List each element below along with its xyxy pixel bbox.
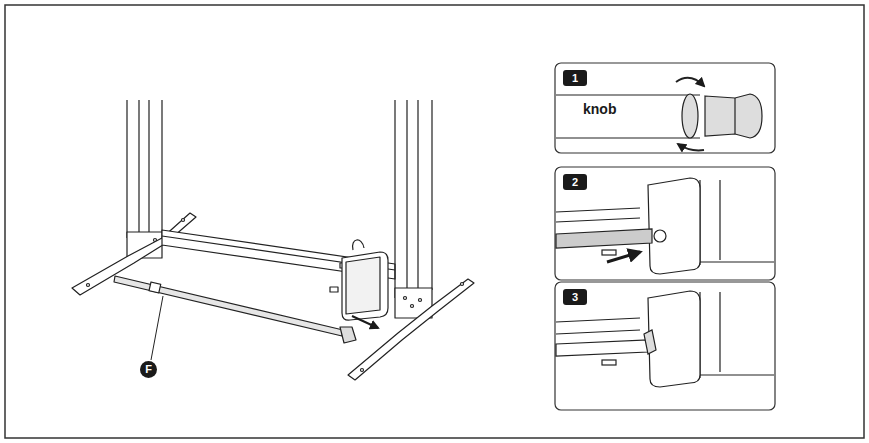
badge-text: 3	[572, 292, 578, 303]
badge-text: 1	[572, 73, 578, 84]
knob-detail	[556, 78, 762, 151]
desk-frame	[72, 100, 474, 380]
step-badge: 3	[563, 289, 587, 305]
detail-panel	[555, 167, 775, 280]
insert-arrow	[607, 252, 640, 262]
part-label: knob	[583, 102, 616, 116]
step-badge: 1	[563, 70, 587, 86]
installed-detail	[556, 291, 774, 387]
insert-arrow	[352, 316, 378, 328]
outer-frame	[5, 5, 864, 438]
step-badge: 2	[563, 174, 587, 190]
badge-text: F	[145, 364, 152, 375]
leader-line	[151, 296, 163, 360]
detail-panel	[555, 63, 775, 153]
badge-text: 2	[572, 177, 578, 188]
motor-detail	[556, 178, 774, 274]
callout-letter: F	[140, 361, 157, 378]
detail-panel	[555, 282, 775, 410]
